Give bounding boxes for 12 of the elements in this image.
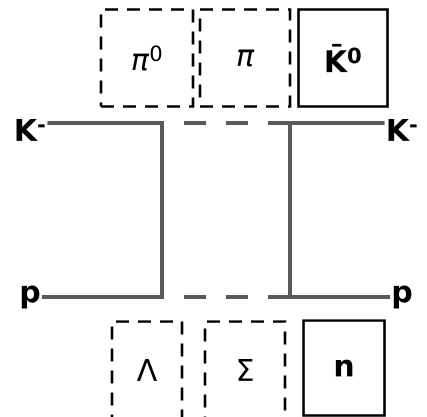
particle-label: K$^{-}$ — [16, 119, 45, 141]
particle-label: K$^{-}$ — [388, 119, 417, 141]
particle-line — [42, 121, 164, 299]
particle-line — [288, 121, 390, 299]
particle-label: p — [394, 285, 412, 309]
particle-box: K̄$^{0}$ — [297, 8, 389, 108]
particle-box: Σ — [204, 320, 286, 417]
particle-box: Λ — [110, 320, 184, 417]
particle-box: π$^{0}$ — [100, 8, 194, 108]
particle-box: n — [302, 319, 386, 417]
particle-label: p — [22, 285, 40, 309]
particle-box: π — [198, 8, 292, 108]
